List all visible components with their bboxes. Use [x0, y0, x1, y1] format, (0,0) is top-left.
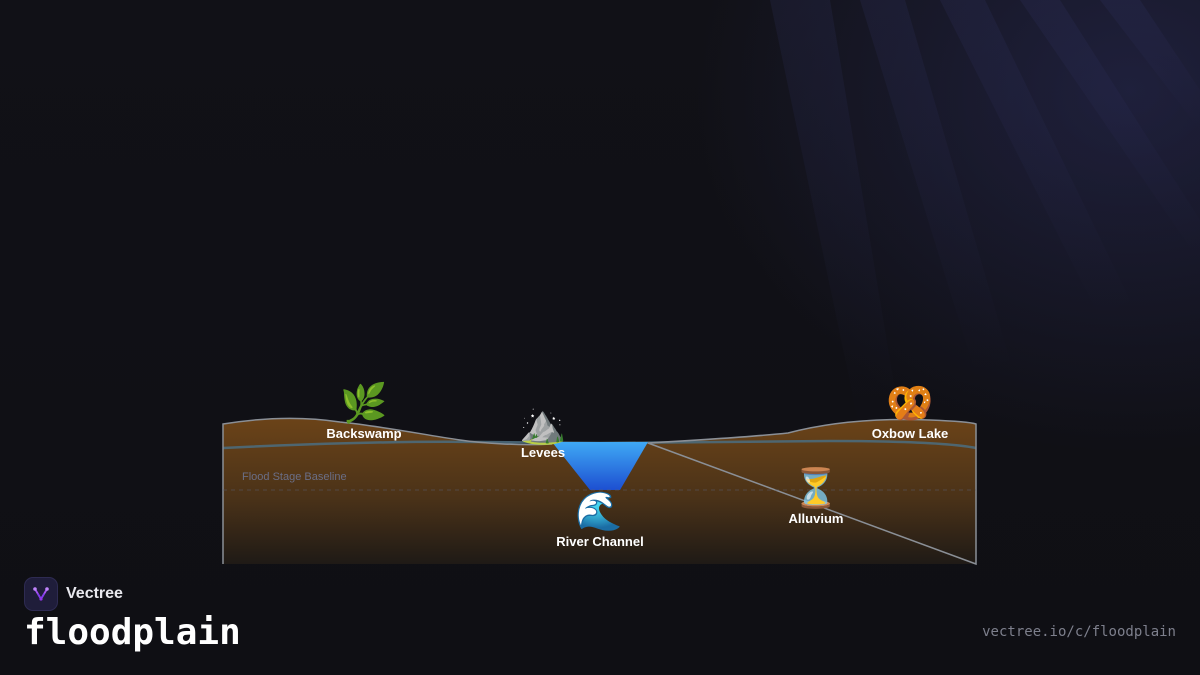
river-channel-water	[552, 442, 648, 490]
hourglass-icon: ⏳	[792, 466, 839, 510]
flood-stage-baseline-label: Flood Stage Baseline	[242, 471, 347, 483]
brand[interactable]: Vectree	[24, 577, 123, 611]
feature-label-levees: Levees	[521, 445, 565, 460]
feature-label-backswamp: Backswamp	[326, 426, 401, 441]
pretzel-icon: 🥨	[886, 381, 933, 425]
soil-cross-section	[223, 418, 976, 564]
feature-oxbow-lake: 🥨 Oxbow Lake	[872, 381, 949, 441]
feature-backswamp: 🌿 Backswamp	[326, 381, 401, 441]
feature-alluvium: ⏳ Alluvium	[789, 466, 844, 526]
feature-river-channel: 🌊 River Channel	[556, 489, 643, 549]
feature-label-river-channel: River Channel	[556, 534, 643, 549]
vectree-logo-icon	[24, 577, 58, 611]
wave-icon: 🌊	[575, 489, 622, 533]
brand-name: Vectree	[66, 585, 123, 602]
page-url-link[interactable]: vectree.io/c/floodplain	[982, 624, 1176, 640]
mountain-icon: ⛰️	[519, 402, 566, 446]
herb-icon: 🌿	[340, 381, 387, 425]
feature-label-oxbow-lake: Oxbow Lake	[872, 426, 949, 441]
feature-levees: ⛰️ Levees	[519, 402, 566, 460]
feature-label-alluvium: Alluvium	[789, 511, 844, 526]
page-title: floodplain	[24, 612, 241, 653]
cross-section-outline	[222, 417, 977, 566]
